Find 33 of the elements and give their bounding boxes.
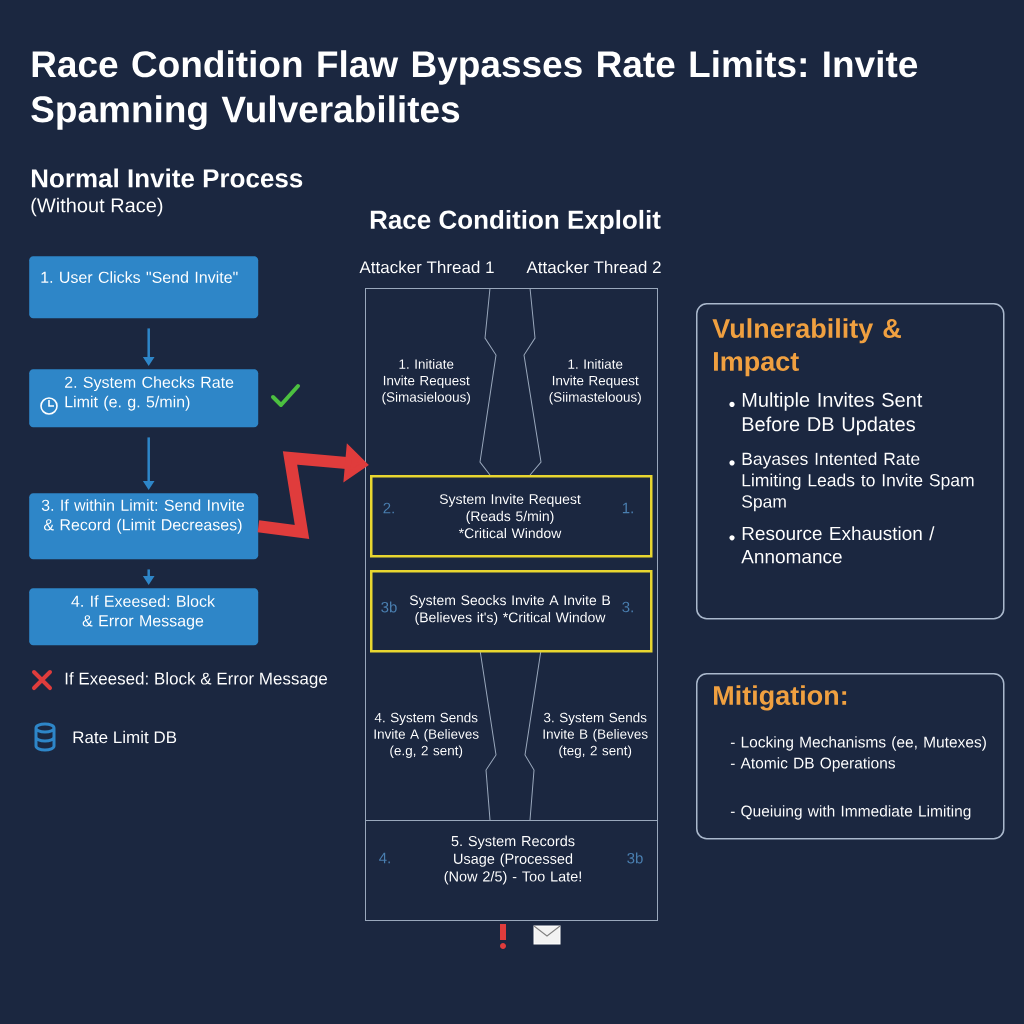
step-number: 1.: [622, 502, 633, 514]
list-item: - Locking Mechanisms (ee, Mutexes): [730, 736, 986, 751]
process-box: 3. If within Limit: Send Invite & Record (Limit Decreases): [29, 493, 259, 560]
card-heading: Mitigation:: [714, 685, 847, 711]
list-item: - Queiuing with Immediate Limiting: [730, 805, 971, 820]
process-box: 1. User Clicks "Send Invite": [29, 256, 259, 319]
step-number: 2.: [383, 502, 394, 514]
card-heading: Vulnerability & Impact: [712, 318, 901, 377]
column-heading: Attacker Thread 2: [526, 260, 661, 274]
info-card: [696, 673, 1005, 840]
node-label: Race Condition Explolit: [370, 209, 661, 235]
list-item: - Atomic DB Operations: [730, 757, 895, 772]
bullet-item: Bayases Intented Rate Limiting Leads to Invite Spam Spam: [729, 452, 974, 512]
legend-text: Rate Limit DB: [73, 730, 177, 744]
info-card: [696, 303, 1005, 620]
thread-step: 4. 5. System Records Usage (Processed (Now 2/5) - Too Late! 3b: [365, 820, 658, 921]
column-heading: Attacker Thread 1: [359, 260, 494, 274]
critical-window-box: 3b System Seocks Invite A Invite B (Believes it's) *Critical Window 3.: [370, 570, 653, 653]
step-number: 4.: [379, 852, 390, 864]
step-number: 3b: [381, 601, 397, 613]
section-heading: Normal Invite Process: [31, 168, 303, 188]
process-box: 2. System Checks Rate Limit (e. g. 5/min): [29, 369, 259, 428]
bullet-item: Resource Exhaustion / Annomance: [729, 526, 935, 564]
step-number: 3.: [622, 601, 633, 613]
title: Race Condition Flaw Bypasses Rate Limits: Invite Spamning Vulverabilites: [31, 50, 918, 130]
thread-step: 1. Initiate Invite Request (Simasieloous): [382, 287, 497, 476]
step-number: 3b: [627, 852, 643, 864]
legend-text: If Exeesed: Block & Error Message: [65, 672, 328, 688]
process-box: 4. If Exeesed: Block & Error Message: [29, 588, 259, 646]
bullet-item: Multiple Invites Sent Before DB Updates: [729, 392, 923, 436]
critical-window-box: 2. System Invite Request (Reads 5/min) *Critical Window 1.: [370, 475, 653, 558]
subheading: (Without Race): [31, 197, 163, 217]
thread-step: 1. Initiate Invite Request (Siimasteloous): [523, 287, 641, 476]
